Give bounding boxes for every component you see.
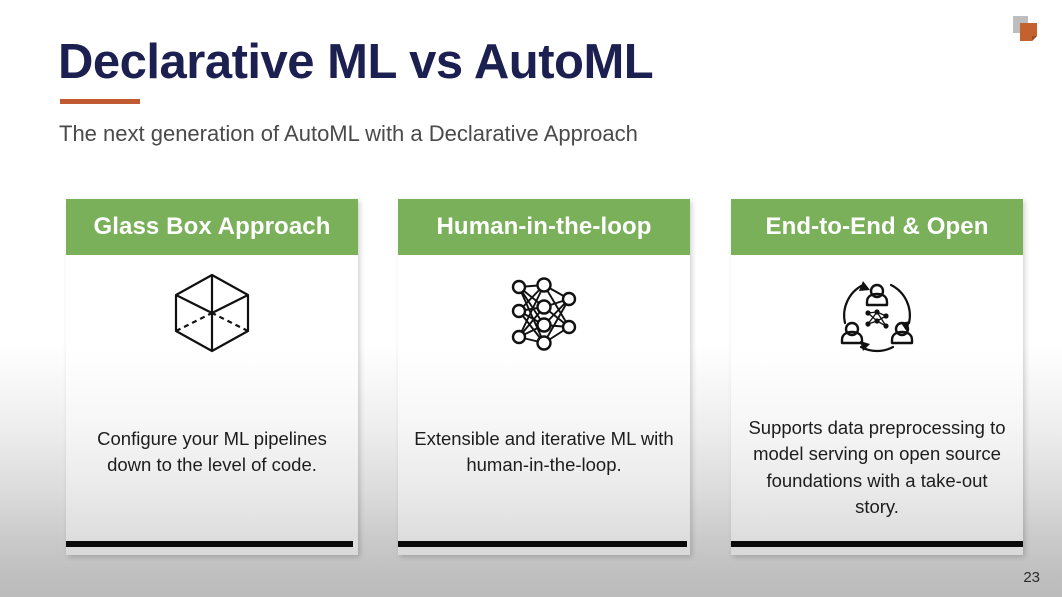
title-accent-rule xyxy=(60,99,140,104)
predibase-logo xyxy=(1008,12,1044,48)
card-icon-slot xyxy=(66,255,358,370)
card-glass-box: Glass Box Approach Configure your ML pip… xyxy=(66,199,358,555)
human-in-the-loop-cycle-icon xyxy=(840,280,914,352)
card-body-text: Supports data preprocessing to model ser… xyxy=(748,417,1006,517)
card-body-text: Extensible and iterative ML with human-i… xyxy=(414,428,674,476)
card-icon-slot xyxy=(731,255,1023,370)
neural-network-icon xyxy=(511,276,577,351)
card-human-in-the-loop: Human-in-the-loop xyxy=(398,199,690,555)
card-footer-bar xyxy=(398,541,687,547)
page-subtitle: The next generation of AutoML with a Dec… xyxy=(59,121,638,146)
card-header-label: End-to-End & Open xyxy=(765,213,989,240)
page-number: 23 xyxy=(1023,569,1040,586)
logo-icon xyxy=(1013,16,1037,41)
card-header-glass-box: Glass Box Approach xyxy=(66,199,358,255)
card-footer-bar xyxy=(66,541,353,547)
card-icon-slot xyxy=(398,255,690,370)
card-body-text: Configure your ML pipelines down to the … xyxy=(97,428,327,476)
page-title: Declarative ML vs AutoML xyxy=(58,35,654,89)
card-header-label: Human-in-the-loop xyxy=(436,213,652,240)
card-footer-bar xyxy=(731,541,1023,547)
card-end-to-end-open: End-to-End & Open xyxy=(731,199,1023,555)
wireframe-cube-icon xyxy=(174,273,250,352)
card-header-label: Glass Box Approach xyxy=(93,213,331,240)
card-header-human-in-the-loop: Human-in-the-loop xyxy=(398,199,690,255)
card-header-end-to-end-open: End-to-End & Open xyxy=(731,199,1023,255)
